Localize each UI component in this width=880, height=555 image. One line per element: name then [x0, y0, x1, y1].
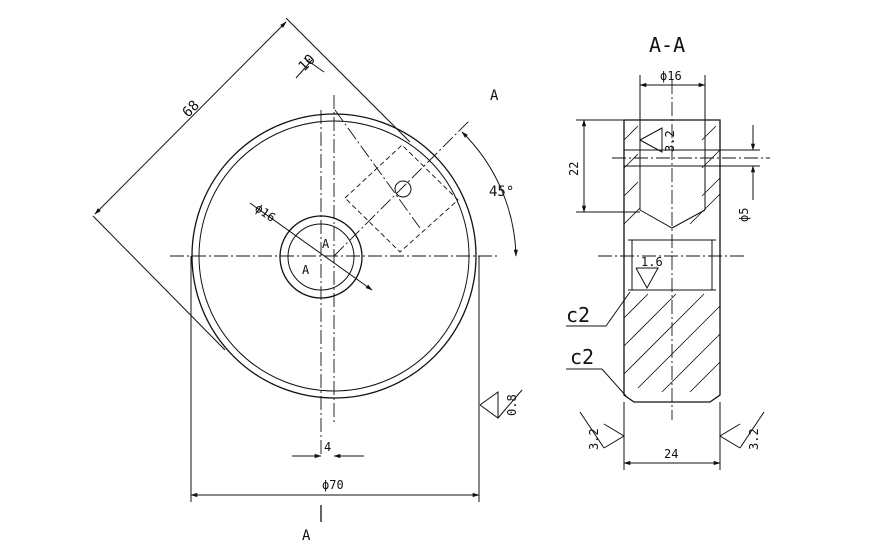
section-mark-top: A — [490, 88, 499, 104]
section-view: A-A — [566, 33, 770, 470]
dim-10-line — [303, 57, 325, 73]
dim-70-text: ϕ70 — [322, 478, 344, 492]
dim-10-ext — [295, 59, 313, 79]
roughness-symbol-side — [479, 391, 499, 419]
flat-edge-line-top — [285, 17, 411, 143]
angle-45-arc — [461, 131, 518, 257]
roughness-right-symbol — [719, 423, 741, 449]
roughness-right-text: 3.2 — [747, 428, 761, 450]
roughness-bore-symbol — [639, 127, 663, 153]
roughness-side-tail — [497, 389, 523, 419]
dim-phi16-leader — [249, 202, 373, 291]
hole-label-a-lower: A — [302, 263, 310, 277]
chamfer-lower-leader — [601, 368, 627, 397]
dim-4-text: 4 — [324, 440, 331, 454]
roughness-slot-symbol — [635, 267, 659, 290]
dim-bore-text: ϕ16 — [660, 69, 682, 83]
dim-phi16-text: ϕ16 — [252, 201, 278, 225]
dim-phi5-text: ϕ5 — [737, 208, 751, 222]
roughness-left-symbol — [603, 423, 625, 449]
dim-24-text: 24 — [664, 447, 678, 461]
chamfer-lower-text: c2 — [570, 345, 594, 369]
section-title: A-A — [649, 33, 685, 57]
roughness-left-text: 3.2 — [587, 428, 601, 450]
roughness-left-tail — [579, 411, 605, 449]
flat-edge-line — [92, 215, 226, 351]
cross-hole-circle — [394, 180, 412, 198]
chamfer-upper-text: c2 — [566, 303, 590, 327]
diagonal-centerline — [333, 119, 471, 257]
hole-label-a-upper: A — [322, 237, 330, 251]
front-view: 68 10 ϕ16 45° A A A 4 ϕ70 A 0.8 — [92, 17, 523, 544]
dim-22-text: 22 — [567, 162, 581, 176]
slot-axis-centerline — [334, 109, 421, 229]
angle-45-text: 45° — [489, 184, 514, 200]
roughness-side-text: 0.8 — [505, 394, 519, 416]
bore-tip — [639, 209, 706, 229]
dim-68-line — [94, 21, 287, 215]
dim-10-text: 10 — [296, 52, 319, 75]
roughness-bore-text: 3.2 — [663, 130, 677, 152]
section-mark-bottom: A — [302, 528, 311, 544]
hatching — [623, 125, 721, 393]
section-outline — [623, 119, 721, 403]
roughness-right-tail — [739, 411, 765, 449]
roughness-slot-text: 1.6 — [641, 255, 663, 269]
oblique-slot-hidden — [344, 144, 459, 253]
dim-68-text: 68 — [180, 98, 203, 121]
chamfer-upper-leader — [605, 291, 631, 327]
